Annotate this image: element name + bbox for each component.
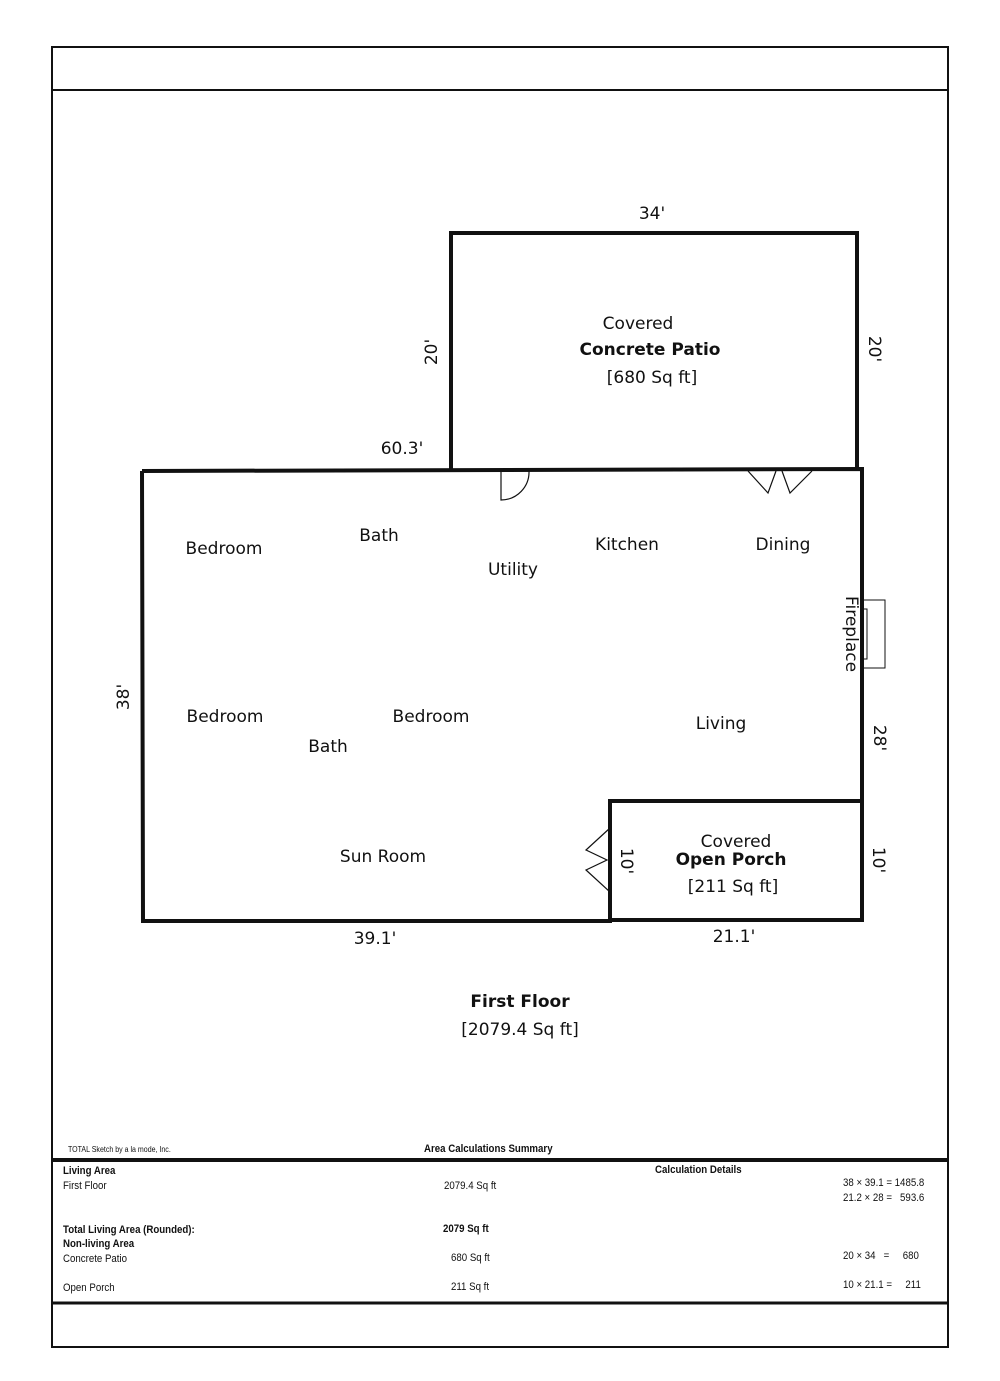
porch-area: [211 Sq ft] bbox=[687, 877, 779, 897]
total-living-label: Total Living Area (Rounded): bbox=[63, 1224, 195, 1236]
porch-outline bbox=[610, 799, 864, 922]
fireplace-icon bbox=[861, 599, 886, 669]
first-floor-name: First Floor bbox=[63, 1180, 107, 1192]
calc-line: 38 × 39.1 = 1485.8 bbox=[843, 1177, 925, 1189]
dim-main-top: 60.3' bbox=[380, 439, 424, 459]
patio-outline bbox=[449, 231, 859, 470]
dim-porch-bottom: 21.1' bbox=[712, 927, 756, 947]
dim-porch-right: 10' bbox=[868, 846, 888, 874]
dim-porch-left: 10' bbox=[616, 847, 636, 875]
room-utility: Utility bbox=[487, 560, 539, 580]
patio-label-line2: Concrete Patio bbox=[579, 340, 721, 360]
door-icon bbox=[500, 470, 530, 501]
summary-title: Area Calculations Summary bbox=[424, 1143, 553, 1155]
patio-area: [680 Sq ft] bbox=[606, 368, 698, 388]
patio-name: Concrete Patio bbox=[63, 1253, 128, 1265]
dim-main-bottom: 39.1' bbox=[353, 929, 397, 949]
room-living: Living bbox=[695, 714, 747, 734]
room-dining: Dining bbox=[755, 535, 811, 555]
room-sun-room: Sun Room bbox=[339, 847, 427, 867]
living-area-header: Living Area bbox=[63, 1165, 116, 1177]
patio-label-line1: Covered bbox=[602, 314, 674, 334]
room-kitchen: Kitchen bbox=[595, 535, 659, 555]
porch-area-value: 211 Sq ft bbox=[451, 1281, 490, 1293]
calc-line: 20 × 34 = 680 bbox=[843, 1250, 919, 1262]
porch-door-icon bbox=[584, 827, 611, 893]
dim-patio-top: 34' bbox=[638, 204, 666, 224]
room-bath: Bath bbox=[308, 737, 348, 757]
dim-patio-left: 20' bbox=[422, 338, 442, 366]
room-bedroom: Bedroom bbox=[185, 539, 263, 559]
dim-patio-right: 20' bbox=[864, 335, 884, 363]
calc-line: 10 × 21.1 = 211 bbox=[843, 1279, 921, 1291]
total-living-value: 2079 Sq ft bbox=[443, 1223, 489, 1235]
porch-label-line2: Open Porch bbox=[675, 850, 787, 870]
room-bath: Bath bbox=[359, 526, 399, 546]
floor-area: [2079.4 Sq ft] bbox=[461, 1020, 579, 1040]
room-fireplace: Fireplace bbox=[841, 595, 861, 673]
dim-main-left: 38' bbox=[114, 683, 134, 711]
page-frame bbox=[51, 46, 949, 1348]
porch-name: Open Porch bbox=[63, 1282, 115, 1294]
dim-main-right: 28' bbox=[869, 724, 889, 752]
first-floor-area: 2079.4 Sq ft bbox=[444, 1180, 497, 1192]
room-bedroom: Bedroom bbox=[186, 707, 264, 727]
calc-line: 21.2 × 28 = 593.6 bbox=[843, 1192, 925, 1204]
room-bedroom: Bedroom bbox=[392, 707, 470, 727]
porch-label-line1: Covered bbox=[700, 832, 772, 852]
floor-title: First Floor bbox=[470, 992, 570, 1012]
double-door-icon bbox=[747, 470, 813, 495]
non-living-header: Non-living Area bbox=[63, 1238, 135, 1250]
calculation-details-header: Calculation Details bbox=[655, 1164, 742, 1176]
software-credit: TOTAL Sketch by a la mode, Inc. bbox=[68, 1145, 171, 1154]
patio-area-value: 680 Sq ft bbox=[451, 1252, 490, 1264]
